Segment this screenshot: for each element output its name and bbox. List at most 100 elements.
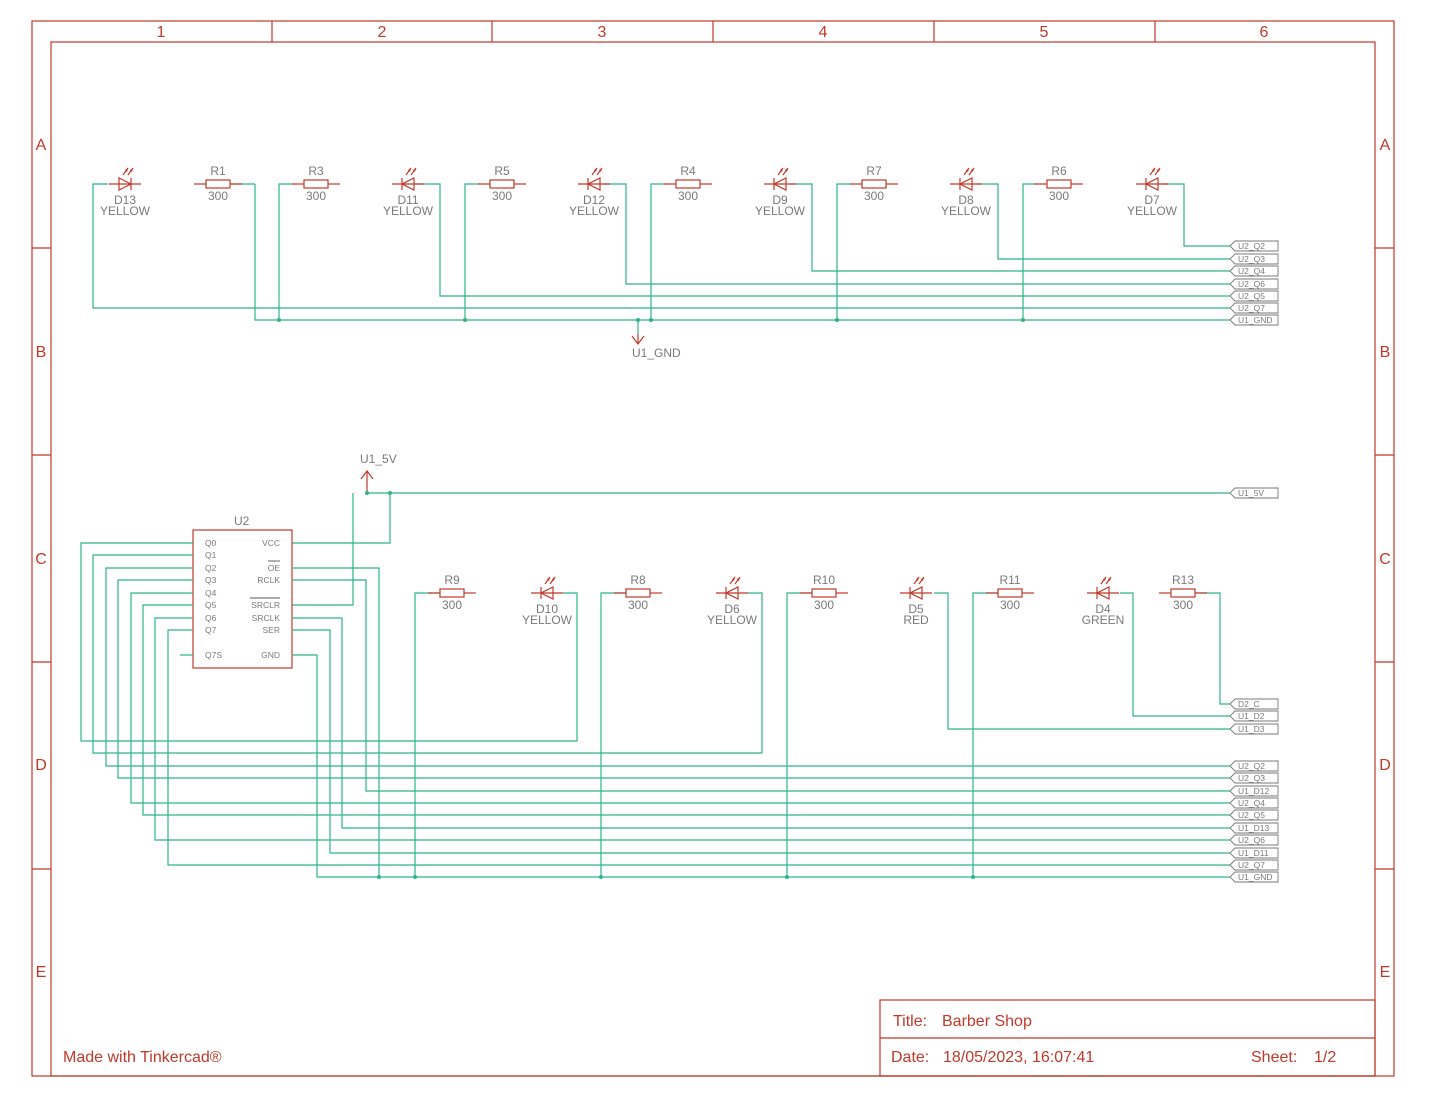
net-port: U2_Q6: [1229, 278, 1279, 290]
net-port: U1_D13: [1229, 822, 1279, 834]
resistor-value: 300: [864, 189, 884, 203]
port-label: U2_Q7: [1238, 303, 1265, 313]
resistor-value: 300: [1000, 598, 1020, 612]
resistor-value: 300: [442, 598, 462, 612]
top-row-wires: [92, 183, 1230, 334]
chip-pin-label: Q7S: [205, 650, 222, 660]
column-label: 4: [819, 24, 828, 41]
resistor-name: R6: [1051, 164, 1067, 178]
resistor: R10 300: [800, 573, 848, 612]
led-color: YELLOW: [522, 613, 573, 627]
net-port: U1_D3: [1229, 723, 1279, 735]
column-label: 2: [378, 24, 387, 41]
chip-pin-label: VCC: [262, 538, 280, 548]
port-label: U2_Q3: [1238, 254, 1265, 264]
net-port: U2_Q2: [1229, 240, 1279, 252]
column-label: 5: [1040, 24, 1049, 41]
sheet-number: 1/2: [1314, 1049, 1336, 1066]
row-ruler: A B C D E A B C D E: [32, 137, 1394, 981]
resistor: R11 300: [986, 573, 1034, 612]
resistor-value: 300: [208, 189, 228, 203]
date-label: Date:: [891, 1049, 929, 1066]
led-color: GREEN: [1082, 613, 1125, 627]
junction-dot: [365, 491, 369, 495]
supply-label: U1_5V: [360, 452, 397, 466]
row-label: C: [35, 551, 47, 568]
port-label: U2_Q6: [1238, 835, 1265, 845]
row-label: E: [1380, 964, 1391, 981]
chip-pin-label: Q5: [205, 600, 217, 610]
gnd-label: U1_GND: [632, 346, 681, 360]
led-name: D13: [114, 193, 136, 207]
chip-pin-label: OE: [268, 563, 281, 573]
led-color: YELLOW: [707, 613, 758, 627]
junction-dot: [413, 875, 417, 879]
chip-pin-label: Q2: [205, 563, 217, 573]
resistor-name: R11: [999, 573, 1020, 587]
title-block: Title: Barber Shop Date: 18/05/2023, 16:…: [879, 999, 1376, 1077]
chip-pin-label: RCLK: [257, 575, 280, 585]
chip-pin-label: Q3: [205, 575, 217, 585]
chip-pin-label: SER: [263, 625, 280, 635]
port-label: U1_GND: [1238, 315, 1272, 325]
led-color: YELLOW: [383, 204, 434, 218]
port-label: U1_D12: [1238, 786, 1269, 796]
port-label: U2_Q4: [1238, 798, 1265, 808]
chip-pin-label: Q1: [205, 550, 217, 560]
net-port: U2_Q6: [1229, 834, 1279, 846]
net-port: U2_Q3: [1229, 253, 1279, 265]
title-label: Title:: [893, 1013, 927, 1030]
chip-pin-label: Q7: [205, 625, 217, 635]
junction-dot: [463, 318, 467, 322]
resistor-value: 300: [814, 598, 834, 612]
resistor-value: 300: [1173, 598, 1193, 612]
column-ruler: 1 2 3 4 5 6: [157, 21, 1269, 42]
junction-dot: [636, 318, 640, 322]
led-name: D12: [583, 193, 605, 207]
chip-pin-label: Q6: [205, 613, 217, 623]
junction-dot: [971, 875, 975, 879]
resistor-name: R3: [308, 164, 324, 178]
resistor-name: R13: [1172, 573, 1194, 587]
row-label: E: [36, 964, 47, 981]
chip-pin-label: Q0: [205, 538, 217, 548]
net-port: U2_Q5: [1229, 809, 1279, 821]
resistor-name: R10: [813, 573, 835, 587]
net-port: U2_Q7: [1229, 859, 1279, 871]
supply-net: U1_5V: [292, 452, 1230, 606]
resistor: R13 300: [1159, 573, 1207, 612]
resistor-value: 300: [678, 189, 698, 203]
led-name: D5: [908, 602, 924, 616]
port-label: U1_D3: [1238, 724, 1265, 734]
led-name: D9: [772, 193, 788, 207]
led-name: D8: [958, 193, 974, 207]
led-color: YELLOW: [755, 204, 806, 218]
row-label: B: [36, 344, 47, 361]
row-label: C: [1379, 551, 1391, 568]
inner-frame: [50, 41, 1376, 1077]
sheet-label: Sheet:: [1251, 1049, 1297, 1066]
row-label: D: [1379, 757, 1391, 774]
port-label: U1_GND: [1238, 872, 1272, 882]
credit-text: Made with Tinkercad®: [63, 1049, 222, 1066]
port-label: U2_Q2: [1238, 761, 1265, 771]
resistor: R1 300: [194, 164, 242, 203]
port-label: U2_Q3: [1238, 773, 1265, 783]
led-color: YELLOW: [1127, 204, 1178, 218]
led-color: YELLOW: [100, 204, 151, 218]
chip-pin-label: GND: [261, 650, 280, 660]
net-port: U2_Q5: [1229, 290, 1279, 302]
resistor-name: R1: [210, 164, 226, 178]
